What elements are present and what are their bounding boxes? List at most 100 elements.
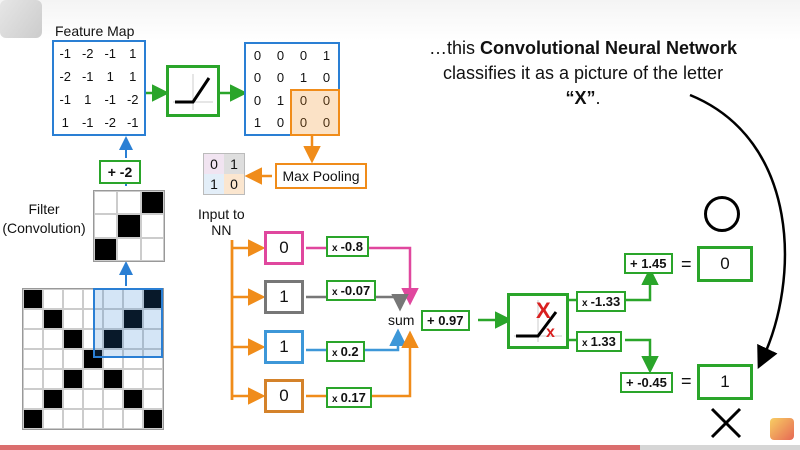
output-node-x: 1 bbox=[697, 364, 753, 400]
pixel-cell bbox=[63, 309, 83, 329]
pixel-cell bbox=[43, 309, 63, 329]
grid-cell: 1 bbox=[129, 69, 137, 84]
equals-sign: = bbox=[681, 371, 692, 391]
caption-text: …this Convolutional Neural Network class… bbox=[428, 36, 738, 111]
input-node-2: 1 bbox=[264, 280, 304, 314]
pooled-cell: 1 bbox=[224, 154, 244, 174]
grid-cell: 0 bbox=[322, 115, 331, 131]
weight-multiply-sign: x bbox=[332, 394, 338, 405]
grid-cell: -1 bbox=[104, 92, 117, 107]
weight-value: -1.33 bbox=[590, 294, 621, 309]
grid-cell: 0 bbox=[322, 70, 331, 86]
pixel-cell bbox=[43, 349, 63, 369]
pixel-cell bbox=[103, 349, 123, 369]
caption-bold-1: Convolutional Neural Network bbox=[479, 38, 738, 58]
pooled-cell: 1 bbox=[204, 174, 224, 194]
weight-value: 0.2 bbox=[340, 344, 359, 359]
pixel-cell bbox=[123, 409, 143, 429]
grid-cell: 0 bbox=[299, 47, 308, 63]
grid-cell: 1 bbox=[253, 115, 262, 131]
grid-cell: 0 bbox=[276, 47, 285, 63]
grid-cell: 1 bbox=[61, 115, 69, 130]
pixel-cell bbox=[143, 409, 163, 429]
grid-cell: 1 bbox=[84, 92, 92, 107]
grid-cell: 0 bbox=[253, 47, 262, 63]
pixel-cell bbox=[123, 369, 143, 389]
pooled-cell: 0 bbox=[224, 174, 244, 194]
pixel-cell bbox=[94, 214, 118, 238]
pixel-cell bbox=[23, 369, 43, 389]
equals-sign: = bbox=[681, 254, 692, 274]
grid-cell: 1 bbox=[129, 46, 137, 61]
filter-bias-label: + -2 bbox=[99, 160, 141, 184]
pixel-cell bbox=[123, 389, 143, 409]
pixel-cell bbox=[117, 237, 141, 261]
weight-multiply-sign: x bbox=[332, 348, 338, 359]
filter-grid bbox=[93, 190, 165, 262]
pixel-cell bbox=[83, 389, 103, 409]
grid-cell: 1 bbox=[322, 47, 331, 63]
relu-graph-icon bbox=[173, 74, 213, 110]
pixel-cell bbox=[103, 309, 123, 329]
logo-top-left bbox=[0, 0, 42, 38]
pixel-cell bbox=[143, 349, 163, 369]
pixel-cell bbox=[103, 409, 123, 429]
relu-mark-large: X bbox=[536, 298, 551, 323]
grid-cell: -2 bbox=[104, 115, 117, 130]
sum-label: sum bbox=[388, 312, 415, 328]
grid-cell: -1 bbox=[81, 69, 94, 84]
pixel-cell bbox=[23, 309, 43, 329]
grid-cell: -1 bbox=[59, 46, 72, 61]
grid-cell: -2 bbox=[126, 92, 139, 107]
pixel-cell bbox=[63, 409, 83, 429]
weight-multiply-sign: x bbox=[332, 287, 338, 298]
pixel-cell bbox=[117, 214, 141, 238]
logo-bottom-right bbox=[770, 418, 794, 440]
feature-map-label: Feature Map bbox=[55, 23, 135, 39]
relu-activation-box bbox=[166, 65, 220, 117]
relu-mark-small: x bbox=[546, 324, 555, 341]
grid-cell: 1 bbox=[276, 92, 285, 108]
grid-cell: -2 bbox=[59, 69, 72, 84]
pixel-cell bbox=[123, 329, 143, 349]
grid-cell: 0 bbox=[253, 92, 262, 108]
grid-cell: 0 bbox=[276, 70, 285, 86]
pixel-cell bbox=[143, 389, 163, 409]
out-bias-label-1: + 1.45 bbox=[624, 253, 673, 274]
out-bias-label-2: + -0.45 bbox=[620, 372, 673, 393]
bottom-strip bbox=[0, 445, 800, 450]
pixel-cell bbox=[63, 369, 83, 389]
filter-label: Filter (Convolution) bbox=[2, 201, 86, 236]
grid-cell: 0 bbox=[276, 115, 285, 131]
weight-value: -0.07 bbox=[340, 283, 371, 298]
grid-cell: -1 bbox=[126, 115, 139, 130]
pixel-cell bbox=[103, 389, 123, 409]
pixel-cell bbox=[83, 409, 103, 429]
weight-label-2: x-0.07 bbox=[326, 280, 377, 301]
pixel-cell bbox=[103, 329, 123, 349]
pixel-cell bbox=[63, 289, 83, 309]
pixel-cell bbox=[43, 369, 63, 389]
relu-graph-icon bbox=[514, 300, 562, 342]
pixel-cell bbox=[23, 409, 43, 429]
input-to-nn-label: Input to NN bbox=[198, 206, 245, 238]
grid-cell: -1 bbox=[59, 92, 72, 107]
hidden-relu-box: X x bbox=[507, 293, 569, 349]
caption-part-1: …this bbox=[428, 38, 480, 58]
pixel-cell bbox=[123, 309, 143, 329]
pixel-cell bbox=[117, 191, 141, 215]
grid-cell: 1 bbox=[299, 70, 308, 86]
weight-label-1: x-0.8 bbox=[326, 236, 369, 257]
grid-cell: 0 bbox=[299, 115, 308, 131]
hidden-bias-label: + 0.97 bbox=[421, 310, 470, 331]
caption-bold-2: “X” bbox=[565, 88, 596, 108]
pixel-cell bbox=[94, 237, 118, 261]
input-image-grid bbox=[22, 288, 164, 430]
grid-cell: 0 bbox=[253, 70, 262, 86]
max-pooling-label: Max Pooling bbox=[275, 163, 367, 189]
x-letter-icon bbox=[710, 407, 742, 439]
weight-value: 0.17 bbox=[340, 390, 366, 405]
pixel-cell bbox=[94, 191, 118, 215]
